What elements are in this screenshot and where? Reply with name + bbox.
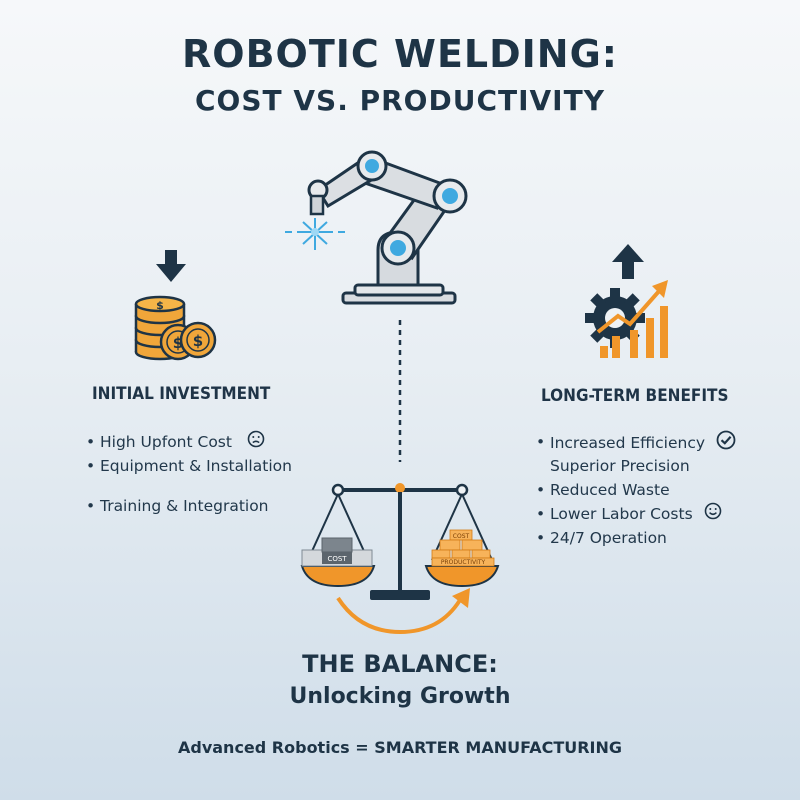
balance-scale-icon: COST COST PRODUCTIVITY xyxy=(300,483,500,600)
check-circle-icon xyxy=(716,430,736,457)
svg-text:$: $ xyxy=(193,332,203,350)
list-item: •Equipment & Installation xyxy=(86,457,292,475)
svg-text:$: $ xyxy=(156,299,164,312)
tagline: Advanced Robotics = SMARTER MANUFACTURIN… xyxy=(177,738,623,757)
title-line-1: ROBOTIC WELDING: xyxy=(182,32,618,76)
robot-arm-icon xyxy=(285,150,468,305)
list-item: •Lower Labor Costs xyxy=(536,502,736,526)
smile-face-icon xyxy=(704,502,722,527)
down-arrow-icon xyxy=(156,250,186,282)
svg-text:$: $ xyxy=(173,334,183,352)
balance-title: THE BALANCE: xyxy=(302,650,498,678)
left-pan-label: COST xyxy=(327,555,347,563)
list-item: •24/7 Operation xyxy=(536,529,667,547)
gear-growth-chart-icon xyxy=(585,280,668,358)
up-arrow-icon xyxy=(612,244,644,279)
right-pan-label-bottom: PRODUCTIVITY xyxy=(441,559,486,566)
list-item: •Increased Efficiency xyxy=(536,430,736,454)
initial-investment-list: •High Upfont Cost •Equipment & Installat… xyxy=(86,430,292,518)
balance-subtitle: Unlocking Growth xyxy=(289,684,511,709)
long-term-benefits-heading: LONG-TERM BENEFITS xyxy=(541,386,729,406)
sad-face-icon xyxy=(247,430,265,455)
list-item: •Reduced Waste xyxy=(536,481,670,499)
right-pan-label-top: COST xyxy=(453,533,470,540)
coin-stack-icon: $ $ $ xyxy=(134,295,217,361)
title-line-2: COST VS. PRODUCTIVITY xyxy=(195,84,605,117)
list-item: •High Upfont Cost xyxy=(86,430,292,454)
curved-arrow-icon xyxy=(336,588,470,635)
list-item: •Training & Integration xyxy=(86,497,269,515)
initial-investment-heading: INITIAL INVESTMENT xyxy=(92,384,271,404)
list-item: Superior Precision xyxy=(550,457,690,475)
long-term-benefits-list: •Increased Efficiency Superior Precision… xyxy=(536,430,736,550)
